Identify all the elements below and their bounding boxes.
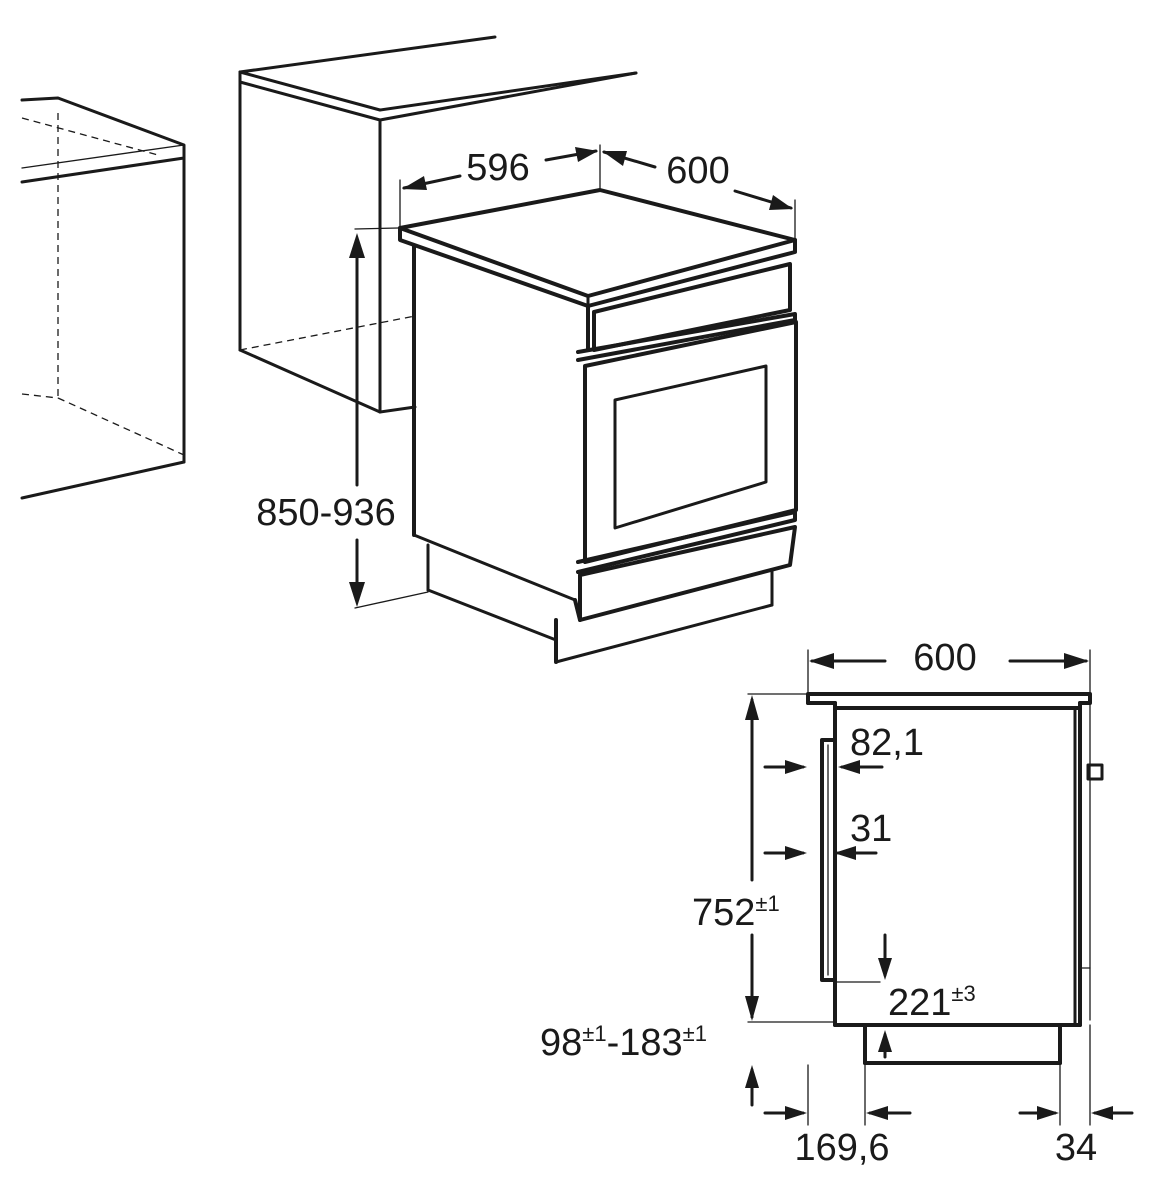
handle-offset-label: 82,1 xyxy=(850,722,924,764)
door-offset-dimension xyxy=(763,846,878,860)
handle-offset-dimension xyxy=(763,760,884,774)
drawer-height-tolerance: ±3 xyxy=(951,981,975,1006)
iso-depth-dimension xyxy=(602,150,796,241)
door-offset-label: 31 xyxy=(850,808,892,850)
cooker-isometric xyxy=(398,188,798,664)
iso-depth-label: 600 xyxy=(666,150,729,192)
rear-offset-dimension xyxy=(1018,1024,1134,1126)
side-depth-label: 600 xyxy=(913,637,976,679)
iso-height-dimension xyxy=(349,227,429,609)
iso-width-dimension xyxy=(399,144,601,229)
plinth-separator: - xyxy=(607,1022,620,1064)
cooker-side-view xyxy=(806,692,1104,1065)
plinth-min-tolerance: ±1 xyxy=(582,1021,606,1046)
plinth-min-value: 98 xyxy=(540,1022,582,1064)
plinth-height-dimension xyxy=(745,1064,809,1126)
background-cabinet-and-worktop xyxy=(238,35,638,414)
side-depth-dimension xyxy=(807,649,1091,695)
plinth-max-value: 183 xyxy=(619,1022,682,1064)
drawer-height-value: 221 xyxy=(888,982,951,1024)
iso-width-label: 596 xyxy=(466,147,529,189)
front-offset-label: 169,6 xyxy=(794,1127,889,1169)
plinth-height-label: 98±1-183±1 xyxy=(540,1021,707,1064)
rear-offset-label: 34 xyxy=(1055,1127,1097,1169)
drawer-height-dimension xyxy=(878,933,892,1059)
plinth-max-tolerance: ±1 xyxy=(683,1021,707,1046)
main-height-label: 752±1 xyxy=(692,891,780,934)
drawer-height-label: 221±3 xyxy=(888,981,976,1024)
left-kitchen-cabinet xyxy=(20,96,186,500)
main-height-value: 752 xyxy=(692,892,755,934)
iso-height-label: 850-936 xyxy=(256,492,395,534)
main-height-dimension xyxy=(745,693,834,1023)
front-offset-dimension xyxy=(763,1062,912,1126)
main-height-tolerance: ±1 xyxy=(755,891,779,916)
